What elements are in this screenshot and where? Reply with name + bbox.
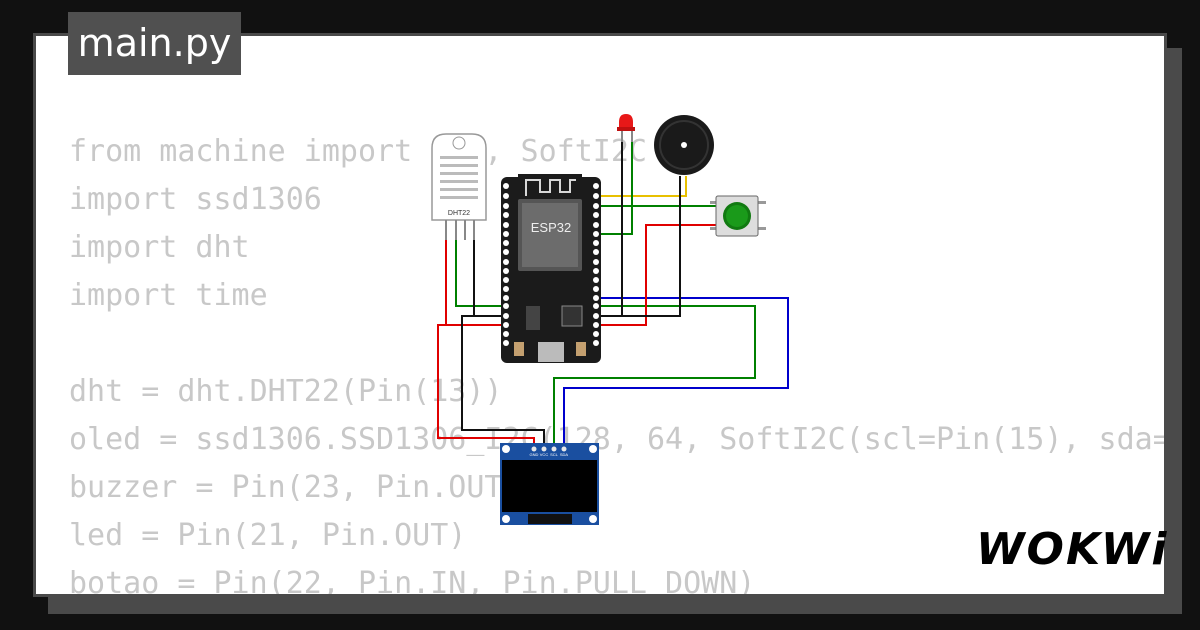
code-line: import time	[69, 278, 268, 313]
wire-blue-oled	[563, 297, 789, 448]
esp32-board[interactable]: ESP32	[501, 174, 601, 363]
buzzer[interactable]	[654, 115, 714, 175]
oled-display[interactable]: GND VCC SCL SDA	[500, 443, 599, 525]
code-line: import ssd1306	[69, 182, 322, 217]
code-line: dht = dht.DHT22(Pin(13))	[69, 374, 503, 409]
oled-pin-label: SDA	[560, 452, 569, 457]
wire-yellow-buzzer	[596, 176, 687, 197]
mcu-label: ESP32	[531, 220, 571, 235]
file-tab-main-py[interactable]: main.py	[68, 12, 241, 75]
oled-pin-label: VCC	[540, 452, 549, 457]
oled-pin-label: SCL	[550, 452, 559, 457]
code-line: buzzer = Pin(23, Pin.OUT)	[69, 470, 521, 505]
wire-black-dht	[473, 240, 504, 317]
sensor-label: DHT22	[448, 210, 470, 217]
wire-green-dht	[455, 240, 504, 307]
red-led[interactable]	[617, 114, 635, 142]
code-line: botao = Pin(22, Pin.IN, Pin.PULL_DOWN)	[69, 566, 756, 597]
push-button[interactable]	[710, 195, 766, 237]
dht22-sensor[interactable]: DHT22	[431, 133, 487, 240]
wire-green-oled	[553, 305, 756, 448]
wire-red-oled	[437, 324, 535, 448]
wire-black-buzzer	[596, 176, 681, 317]
wire-red-button	[596, 224, 716, 326]
oled-pin-label: GND	[530, 452, 539, 457]
code-line: led = Pin(21, Pin.OUT)	[69, 518, 467, 553]
wire-green-led	[596, 140, 633, 235]
wires	[437, 140, 789, 448]
wokwi-logo: WOKWi	[976, 524, 1169, 575]
code-line: import dht	[69, 230, 250, 265]
wire-black-oled	[461, 315, 545, 448]
